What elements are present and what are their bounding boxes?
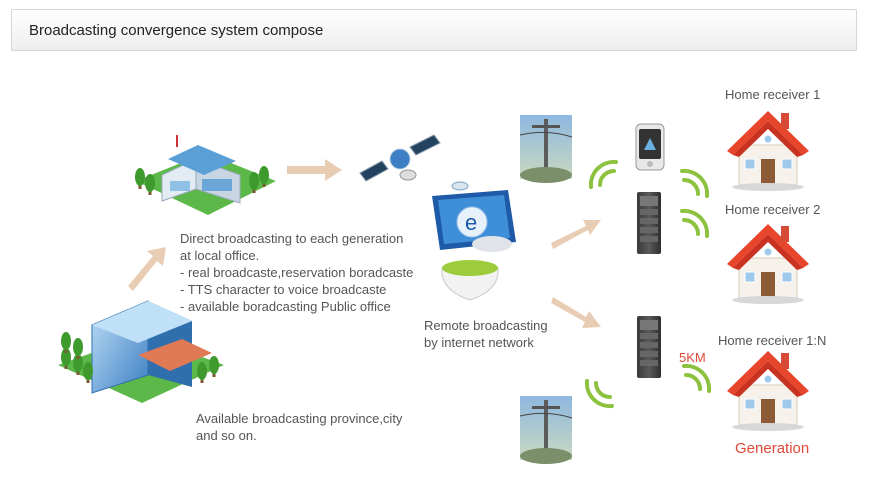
distance-label: 5KM	[679, 350, 706, 365]
home-receiver-2-label: Home receiver 2	[725, 202, 821, 217]
home-receiver-house-icon-2	[726, 223, 810, 305]
svg-text:e: e	[465, 210, 477, 235]
local-office-line: - TTS character to voice broadcaste	[180, 282, 387, 297]
signal-wave-icon-2	[680, 168, 710, 198]
province-building-icon	[58, 300, 224, 403]
title-bar: Broadcasting convergence system compose	[11, 9, 857, 51]
arrow-to-satellite	[287, 159, 342, 181]
local-office-building-icon	[135, 135, 276, 215]
receiver-rack-icon-upper	[637, 192, 661, 254]
province-description: Available broadcasting province,city and…	[196, 410, 402, 444]
internet-monitor-icon: e	[432, 181, 516, 301]
utility-pole-photo-upper	[519, 114, 573, 184]
home-receiver-1-label: Home receiver 1	[725, 87, 821, 102]
generation-label: Generation	[735, 440, 810, 457]
home-receiver-house-icon-n	[726, 350, 810, 432]
local-office-line: Direct broadcasting to each generation	[180, 231, 404, 246]
remote-line: Remote broadcasting	[424, 318, 548, 333]
satellite-icon	[359, 134, 441, 182]
receiver-rack-icon-lower	[637, 316, 661, 378]
local-office-line: - available boradcasting Public office	[180, 299, 391, 314]
remote-description: Remote broadcasting by internet network	[424, 317, 548, 351]
signal-wave-icon-3	[680, 208, 710, 238]
local-office-description: Direct broadcasting to each generation a…	[180, 230, 413, 315]
signal-wave-icon-4	[584, 379, 614, 409]
mobile-phone-icon	[635, 123, 665, 171]
province-line: Available broadcasting province,city	[196, 411, 403, 426]
local-office-line: - real broadcaste,reservation boradcaste	[180, 265, 414, 280]
local-office-line: at local office.	[180, 248, 260, 263]
remote-line: by internet network	[424, 335, 534, 350]
home-receiver-n-label: Home receiver 1:N	[718, 333, 827, 348]
page-title: Broadcasting convergence system compose	[29, 22, 324, 39]
arrow-to-receivers-lower	[551, 297, 601, 328]
utility-pole-photo-lower	[519, 395, 573, 465]
province-line: and so on.	[196, 428, 257, 443]
arrow-to-office	[128, 247, 166, 291]
signal-wave-icon-5	[682, 363, 712, 393]
arrow-to-receivers-upper	[551, 220, 601, 249]
signal-wave-icon-1	[588, 159, 618, 189]
home-receiver-house-icon-1	[726, 110, 810, 192]
